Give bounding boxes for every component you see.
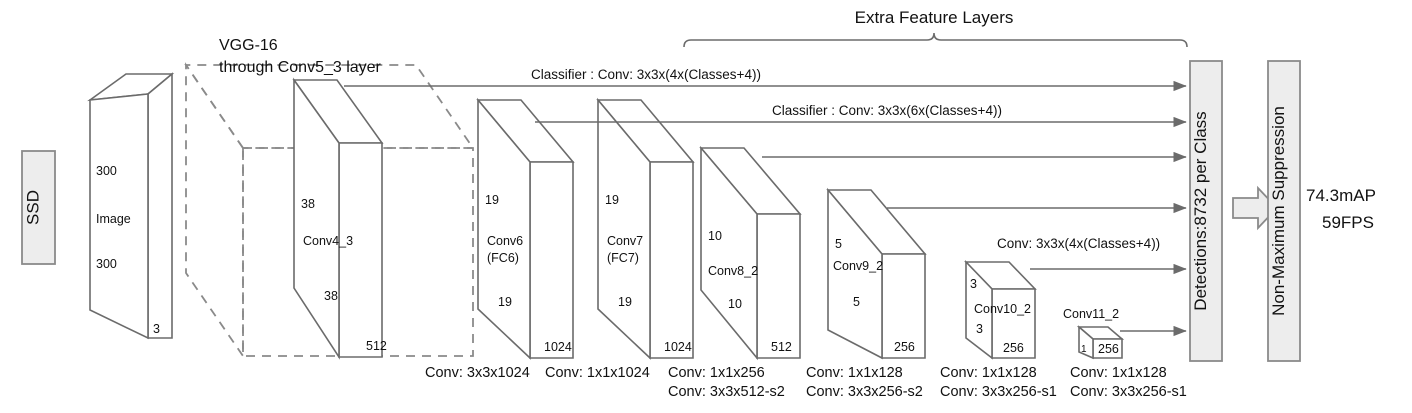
classifier-label-3: Conv: 3x3x(4x(Classes+4)) bbox=[997, 236, 1160, 251]
conv10_2-name-label: Conv10_2 bbox=[974, 302, 1031, 316]
detections-stage-box: Detections:8732 per Class bbox=[1189, 60, 1223, 362]
conv7-height-label: 19 bbox=[605, 193, 619, 207]
image-height-label: 300 bbox=[96, 164, 117, 178]
conv7-width-label: 19 bbox=[618, 295, 632, 309]
block-conv8_2: 10 Conv8_2 10 512 bbox=[699, 145, 802, 361]
conv8_2-name-label: Conv8_2 bbox=[708, 264, 758, 278]
caption-conv7-line2: Conv: 3x3x512-s2 bbox=[668, 384, 785, 400]
classifier-label-2: Classifier : Conv: 3x3x(6x(Classes+4)) bbox=[772, 103, 1002, 118]
conv6-name-label: Conv6 bbox=[487, 234, 523, 248]
image-name-label: Image bbox=[96, 212, 131, 226]
performance-metrics: 74.3mAP 59FPS bbox=[1306, 186, 1376, 232]
conv10_2-height-label: 3 bbox=[970, 277, 977, 291]
caption-conv9_2-line2: Conv: 3x3x256-s1 bbox=[940, 384, 1057, 400]
block-conv7: 19 Conv7 (FC7) 19 1024 bbox=[596, 97, 695, 360]
caption-conv4_3: Conv: 3x3x1024 bbox=[425, 365, 530, 381]
map-value: 74.3mAP bbox=[1306, 186, 1376, 205]
conv9_2-depth-label: 256 bbox=[894, 340, 915, 354]
caption-conv6: Conv: 1x1x1024 bbox=[545, 365, 650, 381]
conv4_3-height-label: 38 bbox=[301, 197, 315, 211]
block-conv4_3: 38 Conv4_3 38 512 bbox=[292, 77, 387, 360]
vgg16-title-line2: through Conv5_3 layer bbox=[219, 59, 382, 76]
block-conv11_2: Conv11_2 1 256 bbox=[1063, 307, 1125, 360]
conv7-depth-label: 1024 bbox=[664, 340, 692, 354]
conv4_3-depth-label: 512 bbox=[366, 339, 387, 353]
caption-conv7: Conv: 1x1x256 Conv: 3x3x512-s2 bbox=[668, 365, 785, 400]
fps-value: 59FPS bbox=[1322, 213, 1374, 232]
conv11_2-name-label: Conv11_2 bbox=[1063, 307, 1119, 321]
block-image: 300 Image 300 3 bbox=[87, 72, 175, 340]
vgg16-title-line1: VGG-16 bbox=[219, 37, 278, 54]
caption-conv9_2-line1: Conv: 1x1x128 bbox=[940, 365, 1037, 381]
conv8_2-width-label: 10 bbox=[728, 297, 742, 311]
caption-conv4_3-line1: Conv: 3x3x1024 bbox=[425, 365, 530, 381]
caption-conv8_2-line1: Conv: 1x1x128 bbox=[806, 365, 903, 381]
conv9_2-height-label: 5 bbox=[835, 237, 842, 251]
vgg16-title: VGG-16 through Conv5_3 layer bbox=[219, 37, 382, 76]
nms-stage-box: Non-Maximum Suppression bbox=[1267, 60, 1301, 362]
ssd-label: SSD bbox=[24, 190, 43, 225]
conv8_2-height-label: 10 bbox=[708, 229, 722, 243]
conv11_2-height-label: 1 bbox=[1081, 344, 1087, 355]
conv6-height-label: 19 bbox=[485, 193, 499, 207]
caption-conv9_2: Conv: 1x1x128 Conv: 3x3x256-s1 bbox=[940, 365, 1057, 400]
block-conv10_2: 3 Conv10_2 3 256 bbox=[964, 260, 1037, 360]
extra-feature-layers-title: Extra Feature Layers bbox=[855, 8, 1014, 27]
caption-conv6-line1: Conv: 1x1x1024 bbox=[545, 365, 650, 381]
conv6-name2-label: (FC6) bbox=[487, 251, 519, 265]
ssd-stage-box: SSD bbox=[21, 150, 56, 265]
classifier-label-1: Classifier : Conv: 3x3x(4x(Classes+4)) bbox=[531, 67, 761, 82]
conv7-name2-label: (FC7) bbox=[607, 251, 639, 265]
caption-conv8_2: Conv: 1x1x128 Conv: 3x3x256-s2 bbox=[806, 365, 923, 400]
conv4_3-width-label: 38 bbox=[324, 289, 338, 303]
conv6-depth-label: 1024 bbox=[544, 340, 572, 354]
conv9_2-width-label: 5 bbox=[853, 295, 860, 309]
caption-conv10_2-line2: Conv: 3x3x256-s1 bbox=[1070, 384, 1187, 400]
caption-conv8_2-line2: Conv: 3x3x256-s2 bbox=[806, 384, 923, 400]
detections-label: Detections:8732 per Class bbox=[1191, 111, 1210, 310]
conv10_2-depth-label: 256 bbox=[1003, 341, 1024, 355]
conv7-name-label: Conv7 bbox=[607, 234, 643, 248]
block-conv6: 19 Conv6 (FC6) 19 1024 bbox=[476, 97, 575, 360]
conv6-width-label: 19 bbox=[498, 295, 512, 309]
conv9_2-name-label: Conv9_2 bbox=[833, 259, 883, 273]
nms-label: Non-Maximum Suppression bbox=[1269, 106, 1288, 316]
conv11_2-depth-label: 256 bbox=[1098, 342, 1119, 356]
caption-conv7-line1: Conv: 1x1x256 bbox=[668, 365, 765, 381]
block-conv9_2: 5 Conv9_2 5 256 bbox=[826, 187, 927, 360]
caption-conv10_2-line1: Conv: 1x1x128 bbox=[1070, 365, 1167, 381]
caption-conv10_2: Conv: 1x1x128 Conv: 3x3x256-s1 bbox=[1070, 365, 1187, 400]
image-width-label: 300 bbox=[96, 257, 117, 271]
conv8_2-depth-label: 512 bbox=[771, 340, 792, 354]
conv4_3-name-label: Conv4_3 bbox=[303, 234, 353, 248]
conv10_2-width-label: 3 bbox=[976, 322, 983, 336]
extra-feature-layers-brace: Extra Feature Layers bbox=[683, 8, 1188, 48]
image-depth-label: 3 bbox=[153, 322, 160, 336]
